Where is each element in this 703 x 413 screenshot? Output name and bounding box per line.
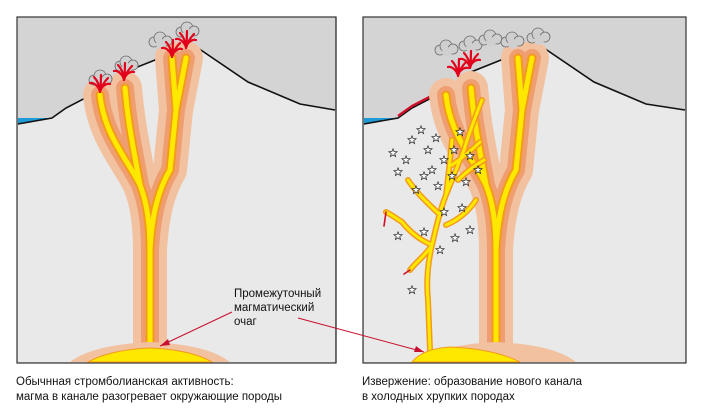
left-panel — [16, 16, 337, 364]
left-volcano-outline — [17, 43, 336, 125]
chamber-label-line2: магматический — [234, 302, 315, 314]
left-caption: Обычнная стромболианская активность: маг… — [16, 375, 282, 405]
left-caption-line2: магма в канале разогревает окружающие по… — [16, 391, 282, 403]
chamber-label-line1: Промежуточный — [234, 288, 322, 300]
left-caption-line1: Обычнная стромболианская активность: — [16, 376, 234, 388]
right-volcano-outline — [363, 43, 686, 125]
right-new-dike-network — [383, 97, 487, 353]
left-magma-chamber — [86, 347, 214, 363]
label-pointer-arrows — [159, 311, 425, 353]
right-heat-halo — [429, 41, 549, 362]
magma-chamber-label: Промежуточный магматический очаг — [234, 287, 321, 329]
right-magma-chamber — [410, 346, 521, 363]
right-caption-line1: Извержение: образование нового канала — [362, 376, 583, 388]
chamber-label-line3: очаг — [234, 316, 257, 328]
right-panel — [362, 16, 687, 364]
left-heat-halo — [83, 41, 203, 362]
right-caption-line2: в холодных хрупких породах — [362, 391, 515, 403]
right-caption: Извержение: образование нового канала в … — [362, 375, 582, 405]
